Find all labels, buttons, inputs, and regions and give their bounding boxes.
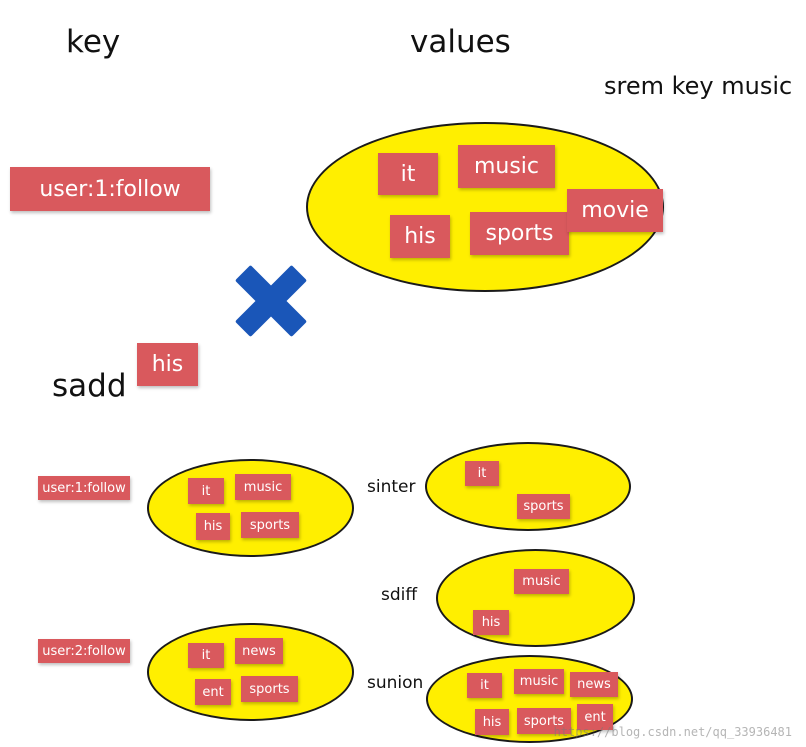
- member-tag: it: [188, 643, 224, 668]
- sadd-command: sadd: [52, 368, 127, 404]
- member-tag: it: [378, 153, 438, 195]
- key2-tag: user:2:follow: [38, 639, 130, 663]
- sdiff-label: sdiff: [381, 585, 418, 605]
- added-member-tag: his: [137, 343, 198, 386]
- member-tag: news: [235, 638, 283, 664]
- values-heading: values: [410, 24, 511, 60]
- member-tag: movie: [567, 189, 663, 232]
- sunion-label: sunion: [367, 673, 424, 693]
- member-tag: news: [570, 672, 618, 697]
- member-tag: sports: [517, 494, 570, 519]
- member-tag: it: [188, 478, 224, 504]
- srem-command: srem key music: [604, 72, 793, 100]
- key-heading: key: [66, 24, 121, 60]
- member-tag: sports: [470, 212, 569, 255]
- set1-ellipse: [147, 459, 354, 557]
- member-tag: music: [514, 569, 569, 594]
- member-tag: ent: [195, 679, 231, 705]
- sdiff-result-ellipse: [436, 549, 635, 647]
- member-tag: it: [467, 673, 502, 698]
- member-tag: sports: [241, 676, 298, 702]
- cross-icon: [235, 265, 307, 337]
- key1-tag: user:1:follow: [38, 476, 130, 500]
- member-tag: his: [196, 513, 230, 540]
- member-tag: his: [473, 610, 509, 635]
- member-tag: music: [514, 669, 564, 694]
- member-tag: his: [475, 709, 509, 735]
- sinter-label: sinter: [367, 477, 416, 497]
- member-tag: music: [235, 474, 291, 500]
- member-tag: music: [458, 145, 555, 188]
- key-tag: user:1:follow: [10, 167, 210, 211]
- watermark: https://blog.csdn.net/qq_33936481: [553, 725, 792, 739]
- member-tag: ent: [577, 704, 613, 730]
- member-tag: sports: [517, 708, 571, 734]
- member-tag: sports: [241, 512, 299, 538]
- member-tag: his: [390, 215, 450, 258]
- member-tag: it: [465, 461, 499, 486]
